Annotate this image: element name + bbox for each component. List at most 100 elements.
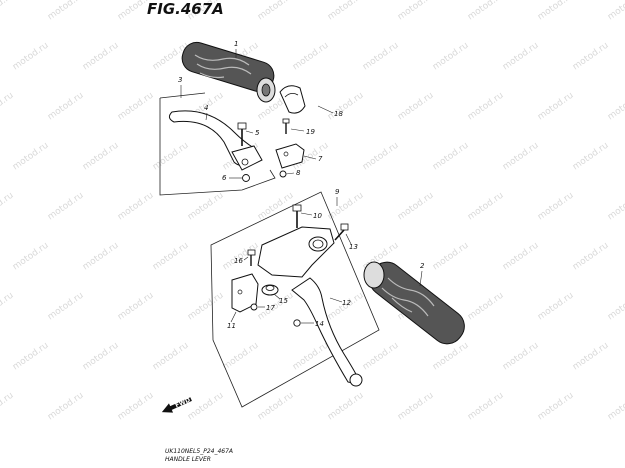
callout-2: 2	[420, 262, 425, 270]
callout-8: 8	[296, 169, 301, 177]
callout-10: 10	[313, 212, 322, 220]
watermark-text: motod.ru	[151, 341, 191, 373]
watermark-text: motod.ru	[606, 291, 625, 323]
watermark-text: motod.ru	[221, 341, 261, 373]
callout-5: 5	[255, 129, 260, 137]
watermark-text: motod.ru	[0, 191, 16, 223]
watermark-text: motod.ru	[431, 241, 471, 273]
watermark-text: motod.ru	[536, 291, 576, 323]
watermark-text: motod.ru	[466, 0, 506, 22]
callout-18: 18	[334, 110, 343, 118]
watermark-text: motod.ru	[396, 191, 436, 223]
watermark-text: motod.ru	[536, 91, 576, 123]
watermark-text: motod.ru	[606, 91, 625, 123]
watermark-text: motod.ru	[186, 391, 226, 423]
watermark-text: motod.ru	[81, 341, 121, 373]
leader-line-13	[345, 233, 352, 245]
callout-13: 13	[349, 243, 358, 251]
screw-16-part	[247, 249, 256, 266]
watermark-text: motod.ru	[536, 191, 576, 223]
leader-line-15	[273, 293, 281, 300]
leader-line-7	[303, 155, 317, 160]
nut-14-part	[293, 319, 301, 327]
nut-8-part	[279, 170, 287, 178]
leader-lines	[180, 49, 423, 324]
callout-7: 7	[318, 155, 323, 163]
callout-12: 12	[342, 299, 351, 307]
watermark-text: motod.ru	[501, 341, 541, 373]
watermark-text: motod.ru	[571, 241, 611, 273]
watermark-text: motod.ru	[466, 391, 506, 423]
watermark-text: motod.ru	[501, 41, 541, 73]
bolt-10-part	[292, 204, 302, 228]
watermark-text: motod.ru	[606, 0, 625, 22]
upper-group-box	[159, 92, 276, 196]
callout-11: 11	[227, 322, 236, 330]
watermark-text: motod.ru	[46, 0, 86, 22]
callout-19: 19	[306, 128, 315, 136]
watermark-text: motod.ru	[291, 341, 331, 373]
watermark-text: motod.ru	[536, 391, 576, 423]
leader-line-8	[285, 172, 295, 175]
watermark-text: motod.ru	[11, 241, 51, 273]
grip-lower-part	[363, 261, 465, 345]
watermark-text: motod.ru	[466, 191, 506, 223]
watermark-text: motod.ru	[606, 391, 625, 423]
callout-3: 3	[178, 76, 182, 84]
watermark-text: motod.ru	[11, 341, 51, 373]
leader-line-12	[329, 297, 343, 303]
watermark-text: motod.ru	[466, 291, 506, 323]
watermark-text: motod.ru	[431, 141, 471, 173]
watermark-text: motod.ru	[11, 41, 51, 73]
callout-14: 14	[315, 320, 324, 328]
bushing-15-part	[261, 284, 279, 296]
lever-holder-part	[257, 226, 335, 278]
watermark-text: motod.ru	[571, 41, 611, 73]
watermark-text: motod.ru	[431, 341, 471, 373]
watermark-text: motod.ru	[81, 241, 121, 273]
watermark-text: motod.ru	[361, 141, 401, 173]
bracket-11-part	[231, 273, 259, 313]
watermark-text: motod.ru	[536, 0, 576, 22]
watermark-text: motod.ru	[0, 391, 16, 423]
watermark-text: motod.ru	[431, 41, 471, 73]
fwd-label: FWD	[174, 397, 191, 410]
watermark-text: motod.ru	[81, 141, 121, 173]
leader-line-2	[419, 270, 423, 287]
watermark-text: motod.ru	[466, 91, 506, 123]
watermark-text: motod.ru	[116, 91, 156, 123]
watermark-text: motod.ru	[326, 0, 366, 22]
footer-title: HANDLE LEVER	[165, 456, 211, 463]
nut-6-part	[242, 174, 250, 182]
watermark-text: motod.ru	[116, 191, 156, 223]
watermark-text: motod.ru	[501, 141, 541, 173]
callout-17: 17	[266, 304, 275, 312]
watermark-text: motod.ru	[291, 41, 331, 73]
watermark-text: motod.ru	[186, 191, 226, 223]
bracket-7-part	[275, 143, 305, 169]
leader-line-18	[317, 105, 334, 114]
watermark-text: motod.ru	[606, 191, 625, 223]
watermark-text: motod.ru	[46, 91, 86, 123]
watermark-text: motod.ru	[571, 341, 611, 373]
figure-title: FIG.467A	[147, 0, 224, 18]
callout-4: 4	[204, 104, 208, 112]
grip-upper-part	[181, 41, 276, 103]
screw-19-part	[282, 118, 290, 134]
nut-17-part	[250, 303, 258, 311]
watermark-text: motod.ru	[11, 141, 51, 173]
leader-line-5	[245, 130, 254, 134]
leader-line-10	[300, 212, 313, 216]
screw-13-part	[334, 223, 349, 241]
watermark-text: motod.ru	[256, 0, 296, 22]
watermark-text: motod.ru	[501, 241, 541, 273]
watermark-text: motod.ru	[361, 341, 401, 373]
watermark-text: motod.ru	[81, 41, 121, 73]
watermark-text: motod.ru	[46, 391, 86, 423]
watermark-text: motod.ru	[116, 391, 156, 423]
watermark-text: motod.ru	[151, 241, 191, 273]
watermark-text: motod.ru	[151, 141, 191, 173]
leader-line-19	[290, 128, 305, 132]
watermark-text: motod.ru	[326, 91, 366, 123]
